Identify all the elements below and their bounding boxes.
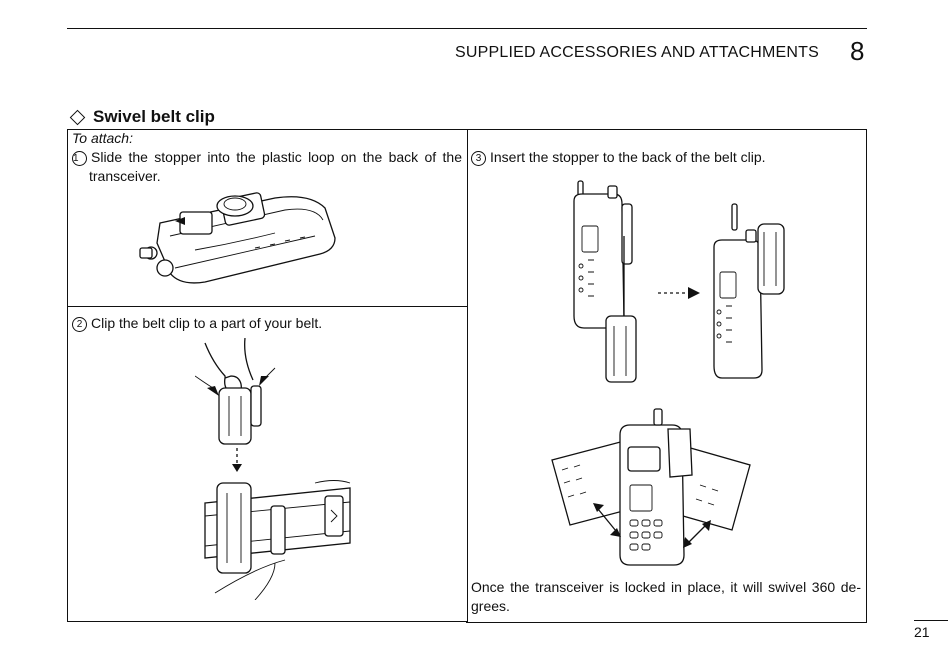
step2-number: 2 [72,317,87,332]
step3-label: Insert the stopper to the back of the be… [490,149,766,165]
step1-number: 1 [72,151,87,166]
illustration-insert-left [573,180,637,383]
illustration-clip-belt [195,338,351,600]
page-number: 21 [914,624,930,640]
illustration-swivel [551,408,751,566]
arrow-right-icon [658,287,700,299]
step3-number: 3 [471,151,486,166]
step1-text: 1 Slide the stopper into the plastic loop… [72,148,462,186]
step1-line1-text: Slide the stopper into the plastic loop … [91,149,462,165]
page-number-rule [914,620,948,621]
diamond-icon [69,109,86,125]
illustration-insert-right [713,203,785,379]
panel-step1 [67,129,468,307]
swivel-note: Once the transceiver is locked in place,… [471,578,861,616]
section-heading: Swivel belt clip [69,107,215,127]
panel-step2 [67,305,468,622]
step2-label: Clip the belt clip to a part of your bel… [91,315,323,331]
intro-text: To attach: [72,130,133,146]
step2-text: 2 Clip the belt clip to a part of your be… [72,314,322,333]
section-title: Swivel belt clip [93,107,215,126]
step1-line2: transceiver. [89,168,161,184]
page-header-title: SUPPLIED ACCESSORIES AND ATTACHMENTS [455,44,820,61]
step1-line1: 1 Slide the stopper into the plastic loop… [72,148,462,167]
panel-step3 [466,129,867,623]
note-line1: Once the transceiver is locked in place,… [471,579,861,595]
illustration-slide-stopper [139,192,336,284]
chapter-number: 8 [850,36,865,66]
header-rule [67,28,867,29]
note-line2: grees. [471,598,510,614]
step3-text: 3 Insert the stopper to the back of the b… [471,148,766,167]
